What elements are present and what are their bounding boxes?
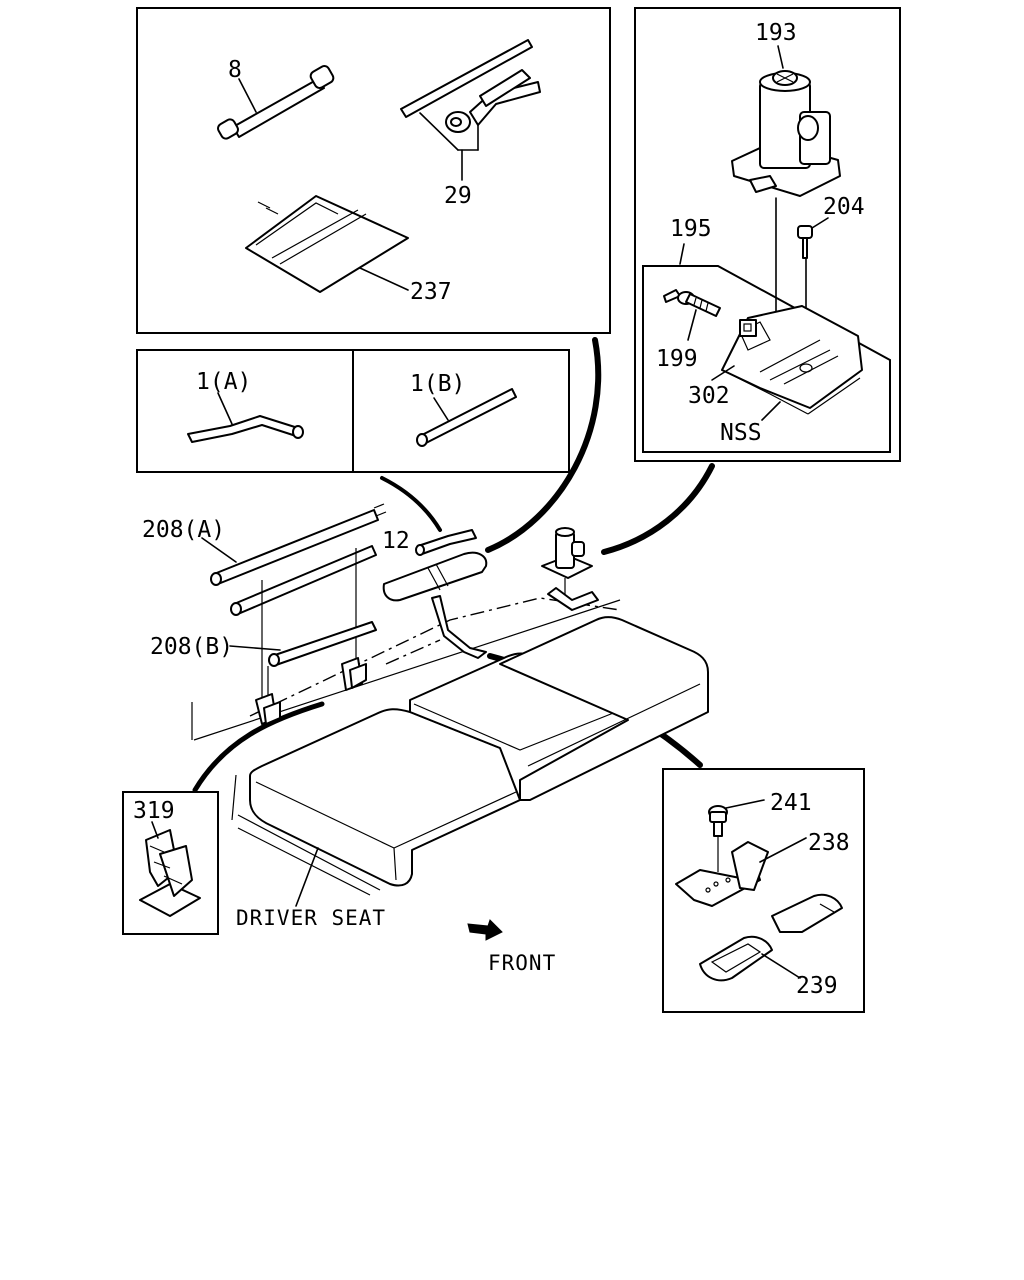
label-driver-seat: DRIVER SEAT: [236, 906, 386, 930]
part-199-wing-bolt: [663, 289, 721, 341]
label-204: 204: [823, 194, 865, 220]
jack-box: 193 204 195 199: [634, 7, 901, 462]
part-208a-bar: [201, 503, 387, 700]
label-29: 29: [444, 183, 472, 209]
part-jack-stowed: [541, 527, 599, 611]
label-238: 238: [808, 830, 850, 856]
part-193-jack: [731, 45, 841, 197]
label-12: 12: [382, 528, 410, 554]
label-302: 302: [688, 383, 730, 409]
part-241-bolt: [708, 799, 765, 872]
part-1b-handle: [416, 388, 517, 447]
part-29-wheel-wrench: [400, 39, 541, 181]
label-237: 237: [410, 279, 452, 305]
label-193: 193: [755, 20, 797, 46]
part-302-tray: [711, 305, 863, 421]
label-nss: NSS: [720, 420, 762, 446]
label-195: 195: [670, 216, 712, 242]
part-208b-bar: [229, 621, 377, 702]
label-1a: 1(A): [196, 369, 251, 395]
label-front: FRONT: [488, 951, 556, 975]
part-tool-bag-stowed: [382, 551, 488, 659]
label-199: 199: [656, 346, 698, 372]
label-241: 241: [770, 790, 812, 816]
bar-clips: [255, 657, 367, 725]
label-8: 8: [228, 57, 242, 83]
bracket-box: 241 238 239: [662, 768, 865, 1013]
main-scene: 208(A) 12 208(B): [142, 503, 709, 907]
part-8-extension-bar: [217, 65, 335, 140]
label-208b: 208(B): [150, 634, 233, 660]
tools-box: 8 29 237: [136, 7, 611, 334]
label-208a: 208(A): [142, 517, 225, 543]
part-238-bracket: [675, 837, 807, 907]
label-319: 319: [133, 798, 175, 824]
front-arrow-icon: [467, 919, 503, 941]
part-12-handle: [415, 529, 477, 556]
label-1b: 1(B): [410, 371, 465, 397]
passenger-seat-cushion: [499, 616, 709, 801]
part-1a-handle: [187, 392, 304, 443]
label-239: 239: [796, 973, 838, 999]
part-319-clip: [139, 821, 201, 917]
handles-box: 1(A) 1(B): [136, 349, 570, 473]
part-237-tool-bag: [245, 195, 409, 293]
part-239-pads: [699, 893, 843, 982]
clip-319-box: [122, 791, 219, 935]
